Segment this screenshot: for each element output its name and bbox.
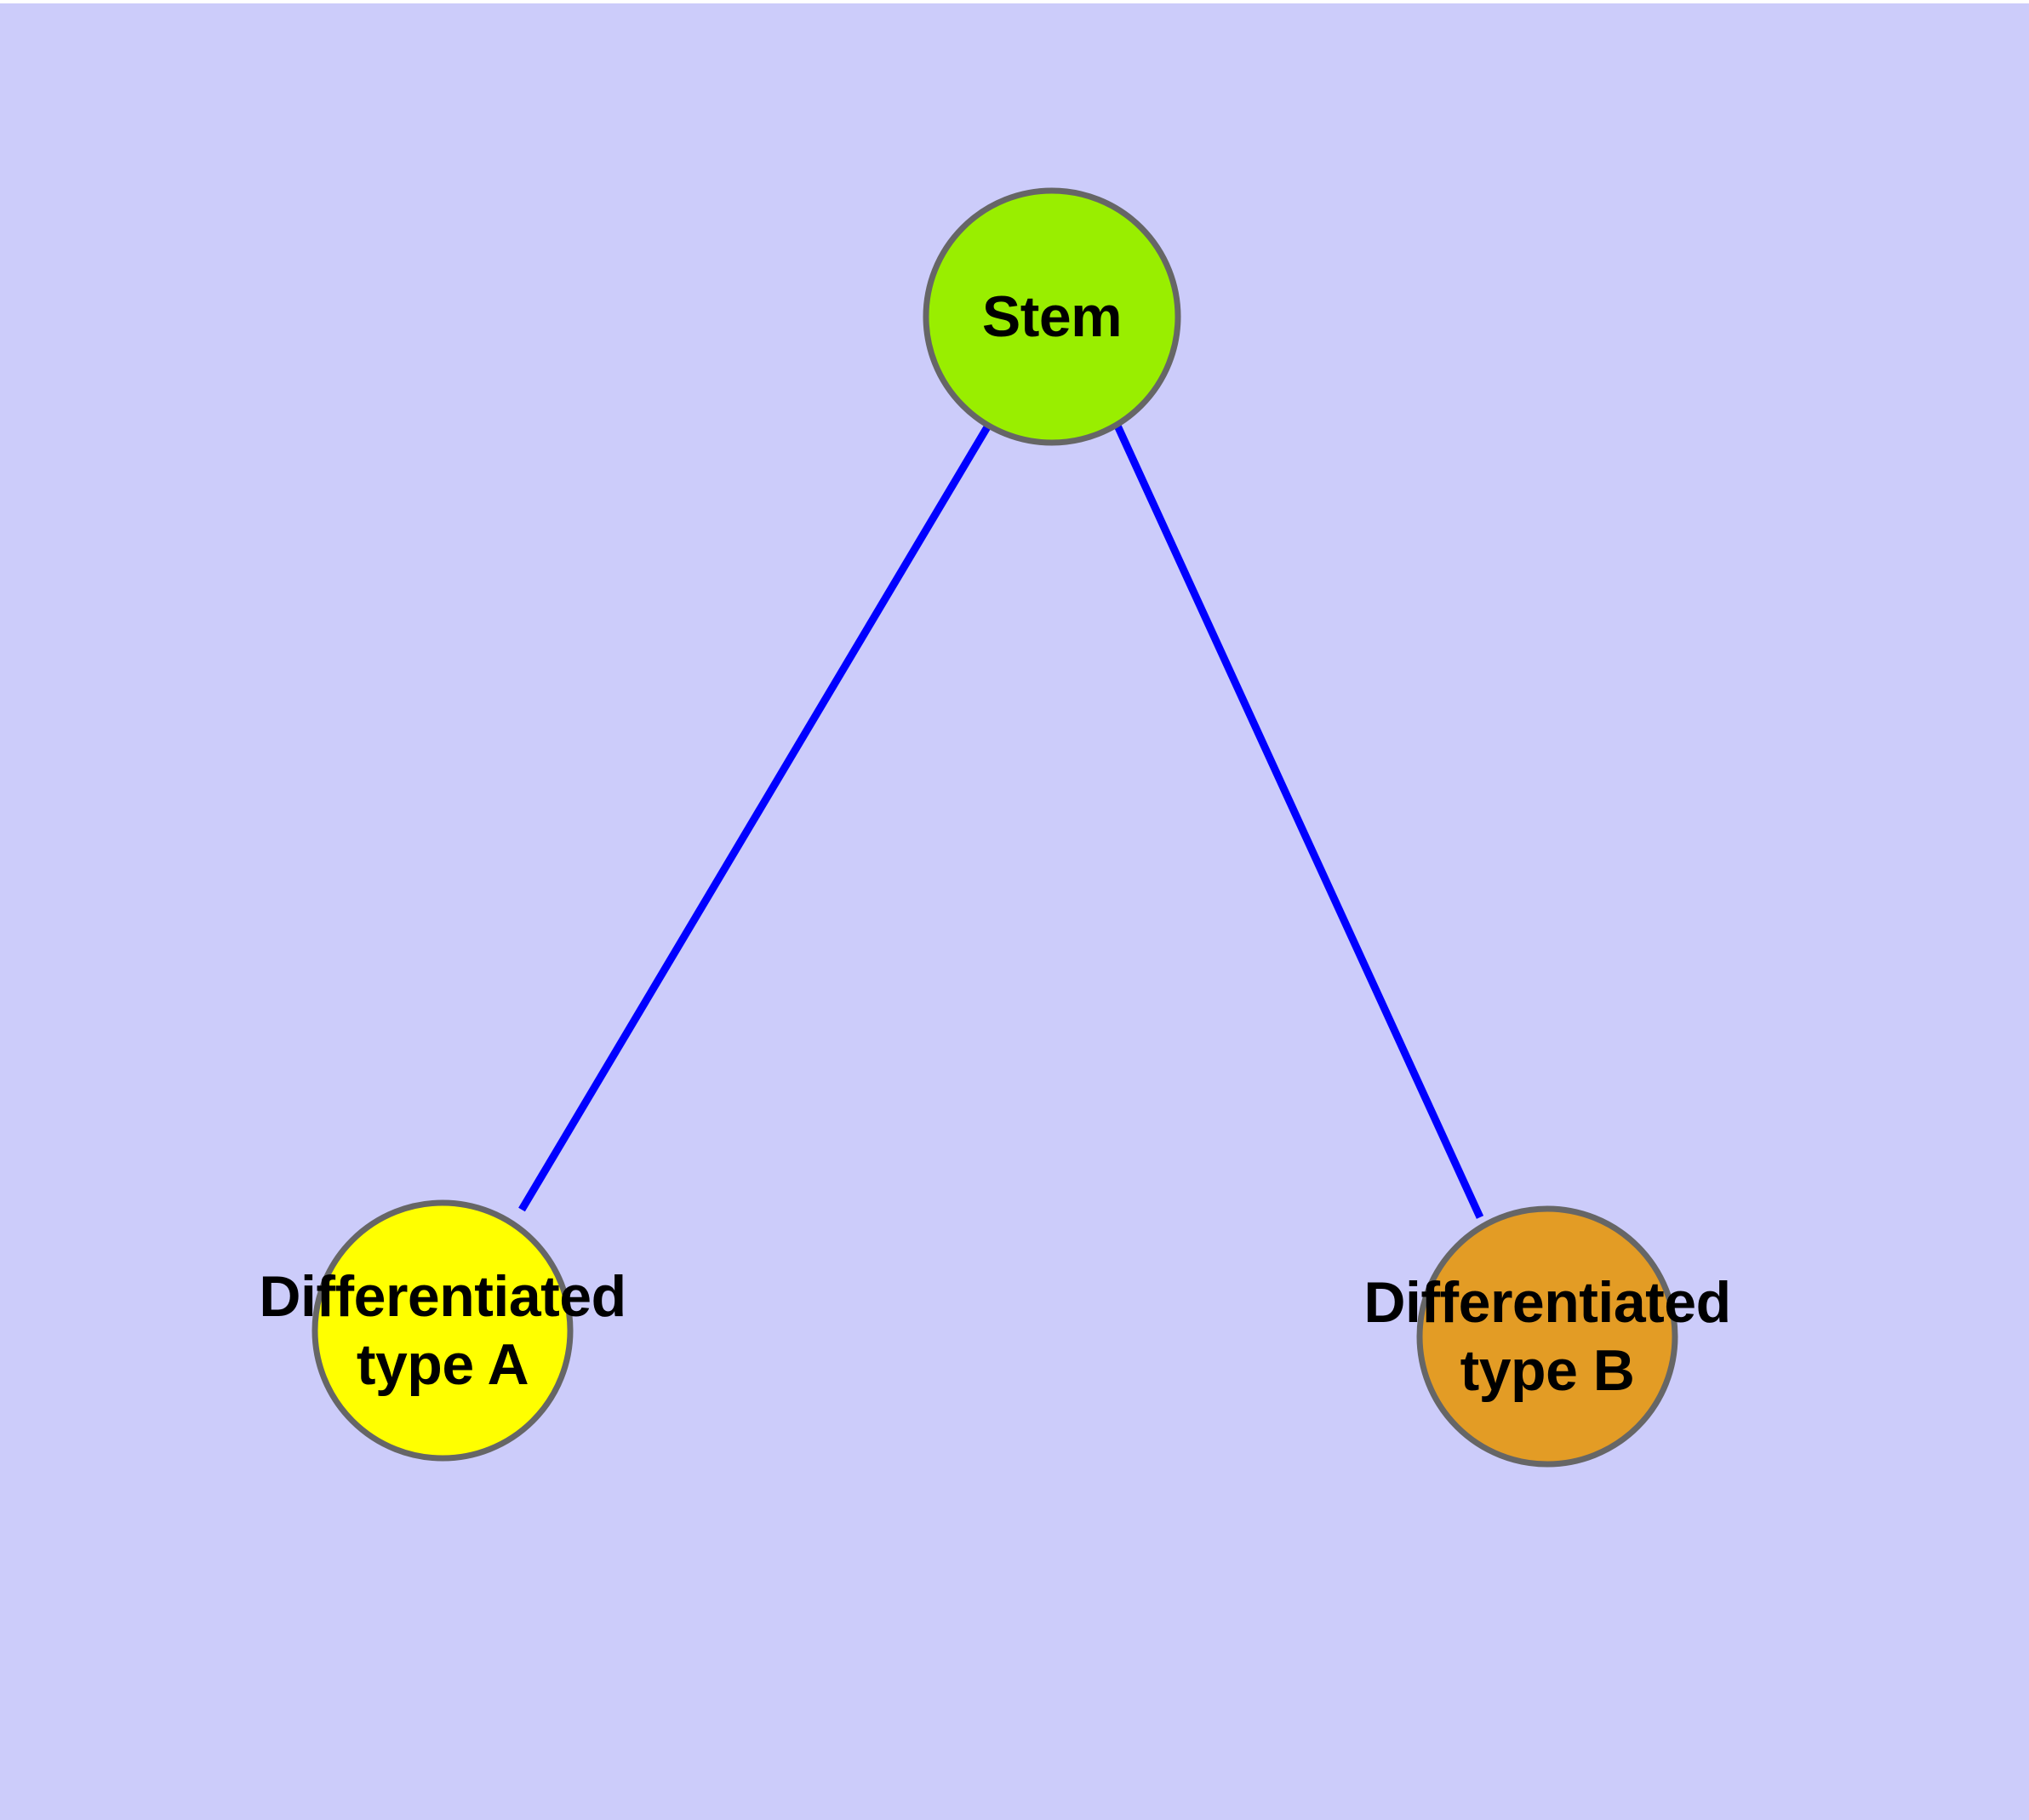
graph-node-stem[interactable] <box>923 187 1181 446</box>
graph-edge-stem-diff_a[interactable] <box>518 423 992 1212</box>
graph-edge-stem-diff_b[interactable] <box>1113 424 1484 1219</box>
nodes-layer <box>311 187 1678 1468</box>
graph-node-diff_b[interactable] <box>1416 1205 1678 1468</box>
graph-node-diff_a[interactable] <box>311 1199 574 1462</box>
edges-layer <box>518 423 1484 1219</box>
